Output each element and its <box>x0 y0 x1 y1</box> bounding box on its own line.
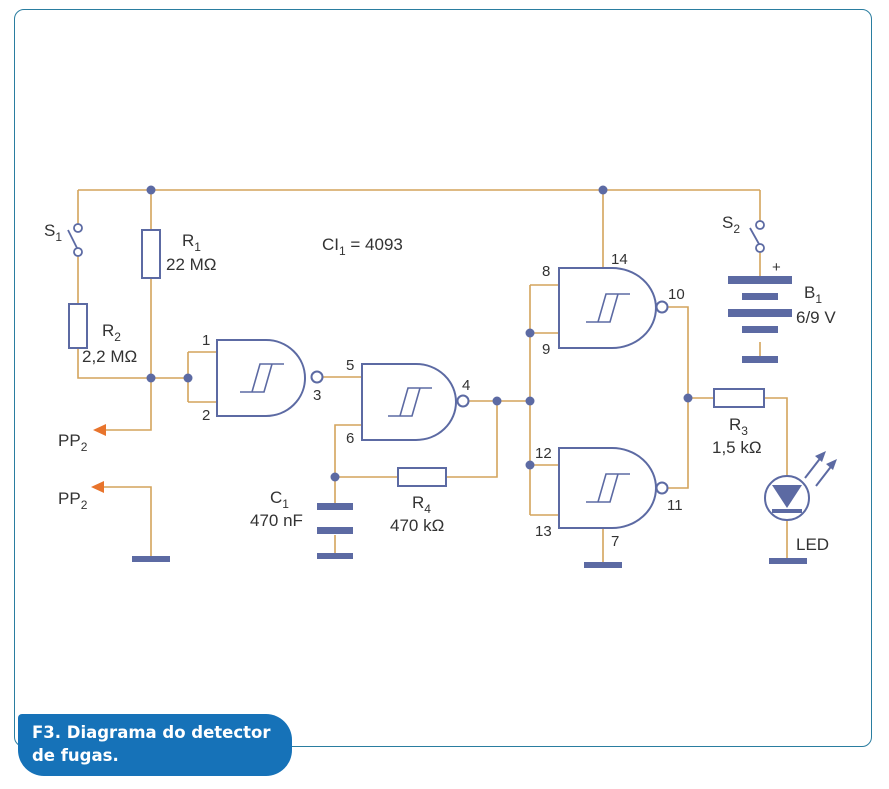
junctions <box>146 185 693 482</box>
svg-text:PP2: PP2 <box>58 489 88 512</box>
battery-b1: + B1 6/9 V <box>728 259 836 363</box>
ground-bar-pin7 <box>584 562 622 568</box>
svg-text:7: 7 <box>611 533 619 550</box>
probe-pp2-bottom: PP2 <box>58 481 104 512</box>
ic-label: CI1 = 4093 <box>322 235 403 258</box>
svg-text:6: 6 <box>346 430 354 447</box>
nand-gate-3: 8 9 10 14 <box>542 251 685 358</box>
caption-line-1: F3. Diagrama do detector <box>32 723 271 742</box>
svg-text:12: 12 <box>535 445 552 462</box>
r1-name: R1 <box>182 231 201 254</box>
svg-text:13: 13 <box>535 523 552 540</box>
svg-text:8: 8 <box>542 263 550 280</box>
svg-text:1: 1 <box>202 332 210 349</box>
resistor-r4: R4 470 kΩ <box>390 467 447 535</box>
svg-text:5: 5 <box>346 357 354 374</box>
probe-pp2-top: PP2 <box>58 424 106 454</box>
nand-gate-1: 1 2 3 <box>202 332 324 424</box>
svg-text:PP2: PP2 <box>58 431 88 454</box>
b1-plus: + <box>772 259 781 276</box>
wires <box>77 189 788 562</box>
resistor-r3: R3 1,5 kΩ <box>712 388 765 457</box>
svg-text:2: 2 <box>202 407 210 424</box>
s1-label: S1 <box>44 221 62 244</box>
switch-s1: S1 <box>44 221 83 257</box>
ground-bar-left <box>132 556 170 562</box>
figure-caption: F3. Diagrama do detector de fugas. <box>18 714 292 776</box>
s2-label: S2 <box>722 213 740 236</box>
c1-value: 470 nF <box>250 511 303 530</box>
resistor-r2: R2 2,2 MΩ <box>68 303 137 366</box>
svg-text:9: 9 <box>542 341 550 358</box>
nand-gate-4: 12 13 11 7 <box>535 445 683 550</box>
resistor-r1: R1 22 MΩ <box>141 229 217 279</box>
svg-text:4: 4 <box>462 377 470 394</box>
svg-text:10: 10 <box>668 286 685 303</box>
switch-s2: S2 <box>722 213 765 253</box>
r2-name: R2 <box>102 321 121 344</box>
svg-text:14: 14 <box>611 251 628 268</box>
r3-value: 1,5 kΩ <box>712 438 762 457</box>
capacitor-c1: C1 470 nF <box>250 488 353 559</box>
r2-value: 2,2 MΩ <box>82 347 137 366</box>
b1-value: 6/9 V <box>796 308 836 327</box>
r3-name: R3 <box>729 415 748 438</box>
caption-line-2: de fugas. <box>32 746 119 765</box>
r4-name: R4 <box>412 493 431 516</box>
svg-text:11: 11 <box>667 497 683 514</box>
led: LED <box>764 451 837 564</box>
r1-value: 22 MΩ <box>166 255 217 274</box>
c1-name: C1 <box>270 488 289 511</box>
svg-text:3: 3 <box>313 387 321 404</box>
led-label: LED <box>796 535 829 554</box>
nand-gate-2: 5 6 4 <box>346 357 470 447</box>
figure-frame <box>14 9 872 747</box>
b1-name: B1 <box>804 283 822 306</box>
r4-value: 470 kΩ <box>390 516 444 535</box>
